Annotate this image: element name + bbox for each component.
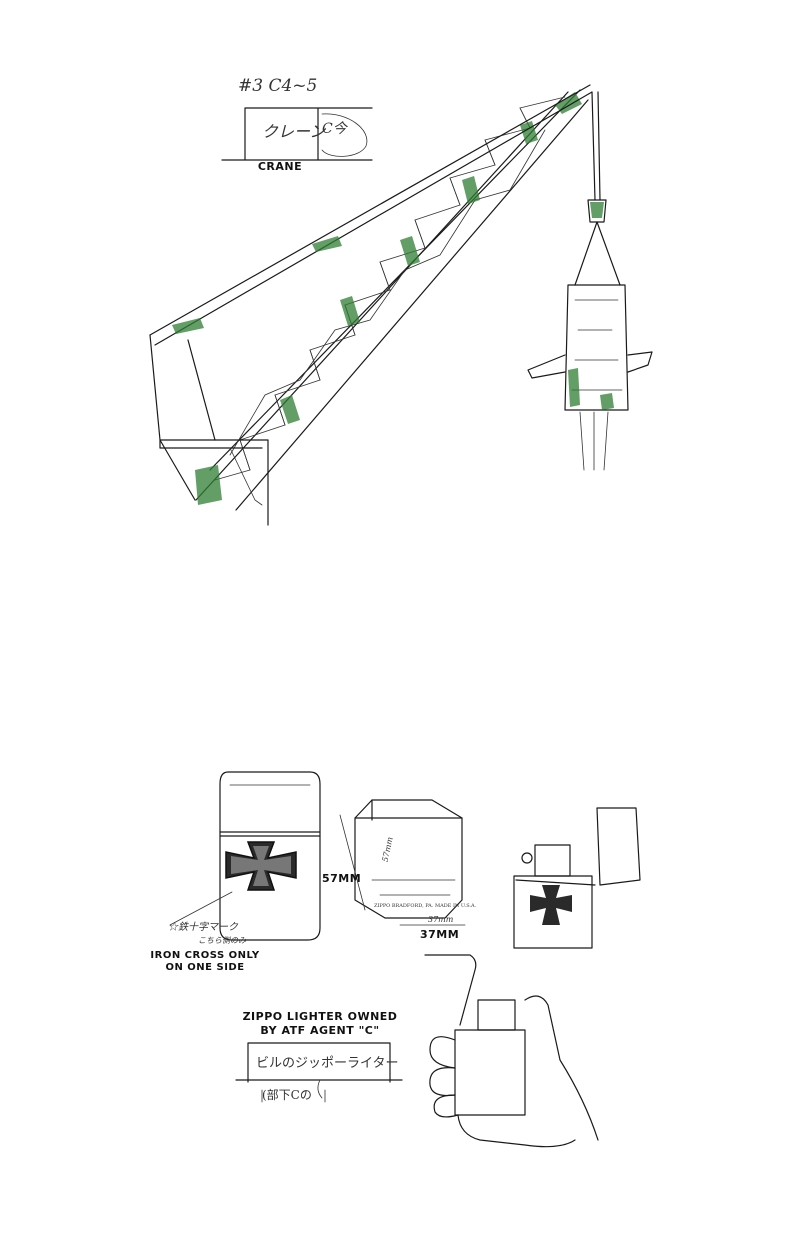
lighter-open-view — [513, 807, 641, 949]
crane-label: CRANE — [257, 160, 303, 173]
dimension-width-label: 37MM — [420, 928, 460, 941]
iron-cross-note: IRON CROSS ONLY ON ONE SIDE — [150, 950, 260, 973]
crane-pendant-cable — [149, 84, 593, 346]
engraving-text: ZIPPO BRADFORD, PA. MADE IN U.S.A. — [374, 903, 477, 909]
iron-cross-icon — [225, 841, 297, 891]
hanging-car — [527, 284, 653, 471]
crane-jp-tag: C今 — [322, 121, 347, 137]
iron-cross-pointer — [169, 891, 233, 926]
crane-boom — [195, 89, 589, 511]
crane-hook — [574, 91, 621, 286]
crane-illustration — [149, 84, 653, 526]
iron-cross-note-jp: ☆鉄十字マーク — [168, 922, 238, 933]
crane-mast — [149, 334, 269, 526]
hand-holding-lighter — [424, 954, 599, 1148]
dimension-height-label: 57MM — [322, 872, 362, 885]
zippo-title-box — [235, 1042, 403, 1103]
zippo-title: ZIPPO LIGHTER OWNED BY ATF AGENT "C" — [242, 1010, 398, 1037]
lighter-side-view — [339, 799, 466, 926]
iron-cross-note-jp-2: こちら側のみ — [198, 936, 246, 945]
zippo-title-jp: ビルのジッポーライター — [256, 1056, 399, 1071]
cut-reference: #3 C4~5 — [238, 76, 318, 96]
crane-title-box — [221, 107, 373, 161]
lighter-front-view — [219, 771, 321, 941]
iron-cross-small-icon — [530, 885, 572, 925]
zippo-subtitle-jp: (部下Cの — [262, 1088, 312, 1102]
crane-jp-title: クレーン — [262, 122, 326, 141]
dimension-width-hand: 37mm — [428, 915, 454, 924]
